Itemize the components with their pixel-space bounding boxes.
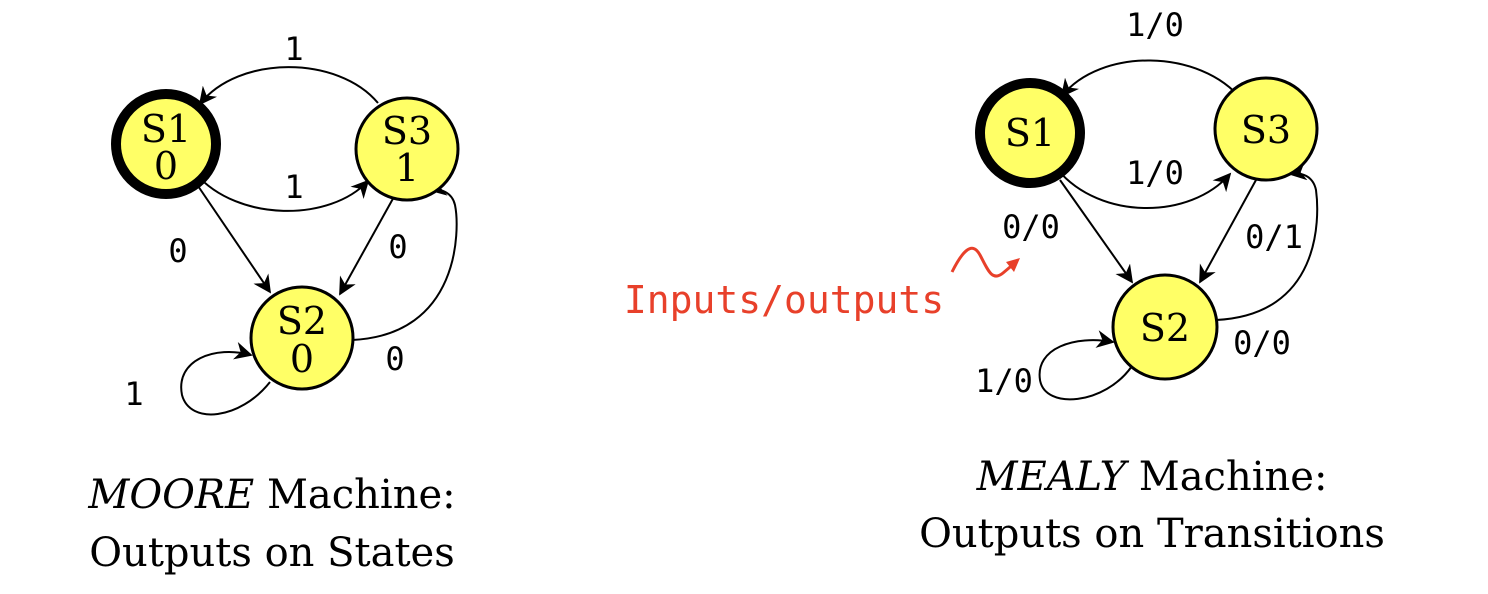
mealy-state-s2: S2 xyxy=(1111,273,1219,381)
moore-edge-s2-s2 xyxy=(180,342,271,416)
mealy-state-s3: S3 xyxy=(1213,76,1319,182)
mealy-caption-name: MEALY xyxy=(976,454,1130,500)
mealy-edge-s2-s2 xyxy=(1038,330,1133,401)
mealy-label-s3-s1: 1/0 xyxy=(1126,6,1184,44)
mealy-edge-s3-s2 xyxy=(1199,179,1257,284)
mealy-s1-name: S1 xyxy=(1005,111,1055,155)
moore-s1-name: S1 xyxy=(141,107,191,151)
mealy-label-s1-s3: 1/0 xyxy=(1126,154,1184,192)
moore-edge-s3-s2 xyxy=(339,194,396,296)
moore-s3-name: S3 xyxy=(382,109,432,153)
moore-label-s3-s1: 1 xyxy=(284,30,303,68)
mealy-caption-suffix: Machine: xyxy=(1126,454,1327,500)
mealy-label-s2-s2: 1/0 xyxy=(975,362,1033,400)
moore-caption-suffix: Machine: xyxy=(254,472,455,518)
mealy-caption-title: MEALY Machine: xyxy=(976,454,1328,500)
moore-edge-s1-s2 xyxy=(195,182,272,294)
moore-edge-s1-s3 xyxy=(195,173,370,212)
moore-edge-s2-s3 xyxy=(351,178,458,341)
mealy-s3-name: S3 xyxy=(1241,108,1291,152)
mealy-label-s3-s2: 0/1 xyxy=(1245,218,1303,256)
moore-caption-title: MOORE Machine: xyxy=(87,472,455,518)
mealy-edge-s1-s3 xyxy=(1057,169,1232,209)
annotation-squiggle xyxy=(950,247,1017,278)
moore-s2-name: S2 xyxy=(277,299,327,343)
moore-label-s1-s2: 0 xyxy=(168,232,187,270)
moore-machine: S1 0 S3 1 S2 0 1 1 0 0 0 1 MOORE Machine… xyxy=(87,30,460,576)
mealy-caption-subtitle: Outputs on Transitions xyxy=(919,511,1385,557)
mealy-edge-s2-s3 xyxy=(1215,162,1319,321)
moore-label-s3-s2: 0 xyxy=(388,228,407,266)
mealy-machine: S1 S3 S2 1/0 1/0 0/0 0/1 0/0 1/0 MEALY M… xyxy=(919,6,1385,557)
io-annotation: Inputs/outputs xyxy=(624,247,1020,322)
moore-state-s2: S2 0 xyxy=(249,285,355,391)
annotation-text: Inputs/outputs xyxy=(624,278,944,322)
mealy-label-s2-s3: 0/0 xyxy=(1233,324,1291,362)
moore-caption-subtitle: Outputs on States xyxy=(89,530,454,576)
mealy-s2-name: S2 xyxy=(1140,306,1190,350)
moore-state-s3: S3 1 xyxy=(354,96,460,202)
annotation-arrowhead xyxy=(1006,258,1020,272)
moore-s2-output: 0 xyxy=(290,337,314,381)
mealy-state-s1: S1 xyxy=(975,78,1085,188)
moore-label-s1-s3: 1 xyxy=(284,168,303,206)
mealy-edge-s1-s2 xyxy=(1059,179,1134,284)
moore-caption-name: MOORE xyxy=(87,472,254,518)
moore-state-s1: S1 0 xyxy=(111,89,221,199)
moore-label-s2-s3: 0 xyxy=(385,340,404,378)
moore-s3-output: 1 xyxy=(395,146,419,190)
moore-label-s2-s2: 1 xyxy=(124,375,143,413)
mealy-edge-s3-s1 xyxy=(1060,59,1243,101)
mealy-label-s1-s2: 0/0 xyxy=(1002,208,1060,246)
moore-edge-s3-s1 xyxy=(198,66,379,106)
moore-s1-output: 0 xyxy=(154,144,178,188)
